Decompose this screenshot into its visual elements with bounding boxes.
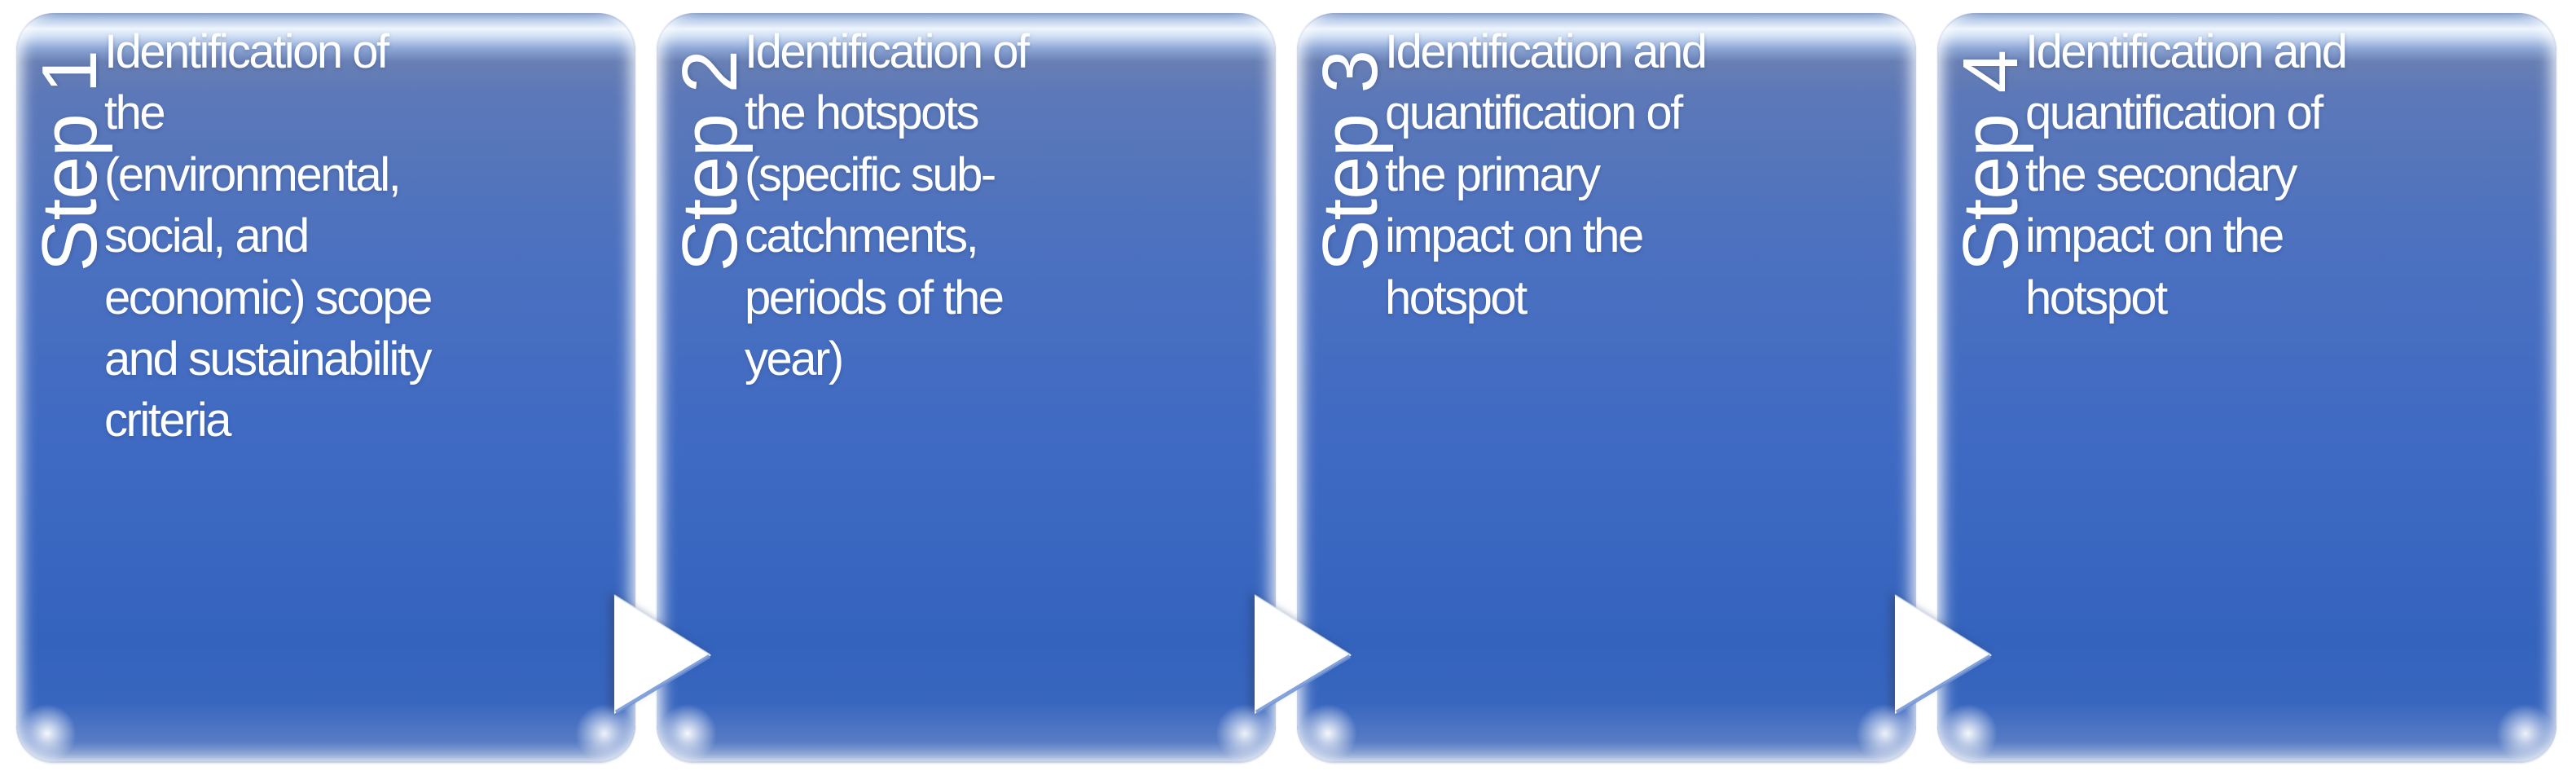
step-2-label: Step 2: [666, 51, 754, 272]
step-box-2: Step 2 Identification of the hotspots (s…: [657, 13, 1276, 763]
step-4-label: Step 4: [1947, 51, 2034, 272]
right-arrow-icon: [1892, 593, 1994, 716]
step-4-description: Identification and quantification of the…: [2025, 25, 2348, 324]
step-box-4: Step 4 Identification and quantification…: [1937, 13, 2556, 763]
step-1-description: Identification of the (environmental, so…: [104, 25, 433, 447]
right-arrow-icon: [1252, 593, 1354, 716]
step-box-3: Step 3 Identification and quantification…: [1297, 13, 1916, 763]
step-2-description: Identification of the hotspots (specific…: [745, 25, 1030, 385]
step-3-description: Identification and quantification of the…: [1385, 25, 1708, 324]
right-arrow-icon: [612, 593, 714, 716]
step-box-1: Step 1 Identification of the (environmen…: [16, 13, 635, 763]
step-3-label: Step 3: [1307, 51, 1394, 272]
step-1-label: Step 1: [26, 51, 113, 272]
